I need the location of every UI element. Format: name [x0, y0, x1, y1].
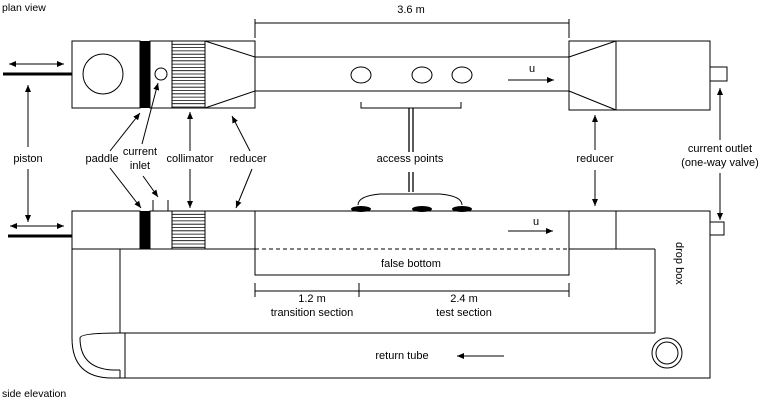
plan-length-dimension: 3.6 m: [254, 4, 570, 38]
plan-paddle: [140, 41, 150, 108]
side-collimator: [171, 210, 206, 250]
side-outlet-nozzle: [709, 221, 725, 236]
piston-label: piston: [13, 153, 42, 165]
transition-section-label: transition section: [271, 307, 354, 319]
access-points-label: access points: [377, 153, 444, 165]
reducer-left-label: reducer: [229, 153, 267, 165]
side-access-point-3: [452, 206, 472, 212]
section-dimensions: 1.2 m transition section 2.4 m test sect…: [254, 283, 570, 319]
plan-inlet-box: [149, 40, 173, 109]
current-inlet-label-1: current: [123, 146, 157, 158]
plan-piston-circle: [82, 53, 124, 95]
plan-piston-housing: [71, 40, 141, 109]
transition-length-label: 1.2 m: [298, 293, 326, 305]
side-flow-u: u: [533, 216, 539, 228]
side-reducer-left: [204, 210, 256, 250]
plan-outlet-box: [615, 40, 711, 111]
plan-view-label: plan view: [2, 2, 46, 14]
drop-box-label: drop box: [673, 242, 685, 285]
side-inlet-box: [149, 210, 173, 250]
labels-layer: piston paddle current inlet collimator r…: [13, 82, 759, 222]
side-access-point-2: [412, 206, 432, 212]
current-inlet-label-2: inlet: [130, 160, 150, 172]
plan-access-point-1: [350, 66, 372, 84]
paddle-label: paddle: [85, 153, 118, 165]
plan-flow-u: u: [529, 63, 535, 75]
test-length-label: 2.4 m: [450, 293, 478, 305]
false-bottom-label: false bottom: [381, 258, 441, 270]
collimator-label: collimator: [166, 153, 213, 165]
side-paddle: [140, 211, 150, 249]
plan-length-label: 3.6 m: [397, 4, 425, 16]
plan-access-point-3: [451, 66, 473, 84]
current-outlet-label-2: (one-way valve): [681, 157, 759, 169]
side-drop-box: [615, 210, 711, 379]
current-outlet-label-1: current outlet: [688, 143, 752, 155]
plan-view: plan view 3.6 m: [2, 2, 728, 111]
side-elevation-label: side elevation: [2, 388, 66, 400]
test-section-label: test section: [436, 307, 492, 319]
side-reducer-right: [568, 210, 617, 250]
access-points-callout: access points: [357, 102, 463, 206]
return-tube-label: return tube: [375, 350, 428, 362]
side-access-point-1: [351, 206, 371, 212]
return-circuit: [71, 248, 683, 379]
plan-reducer-right: [568, 40, 617, 111]
plan-collimator: [171, 40, 206, 109]
plan-reducer-left: [204, 40, 256, 109]
side-piston-housing: [71, 210, 141, 250]
side-elevation: false bottom u drop box: [2, 200, 725, 400]
plan-access-point-2: [411, 66, 433, 84]
plan-current-inlet: [154, 67, 168, 81]
reducer-right-label: reducer: [576, 153, 614, 165]
plan-outlet-nozzle: [709, 66, 728, 82]
